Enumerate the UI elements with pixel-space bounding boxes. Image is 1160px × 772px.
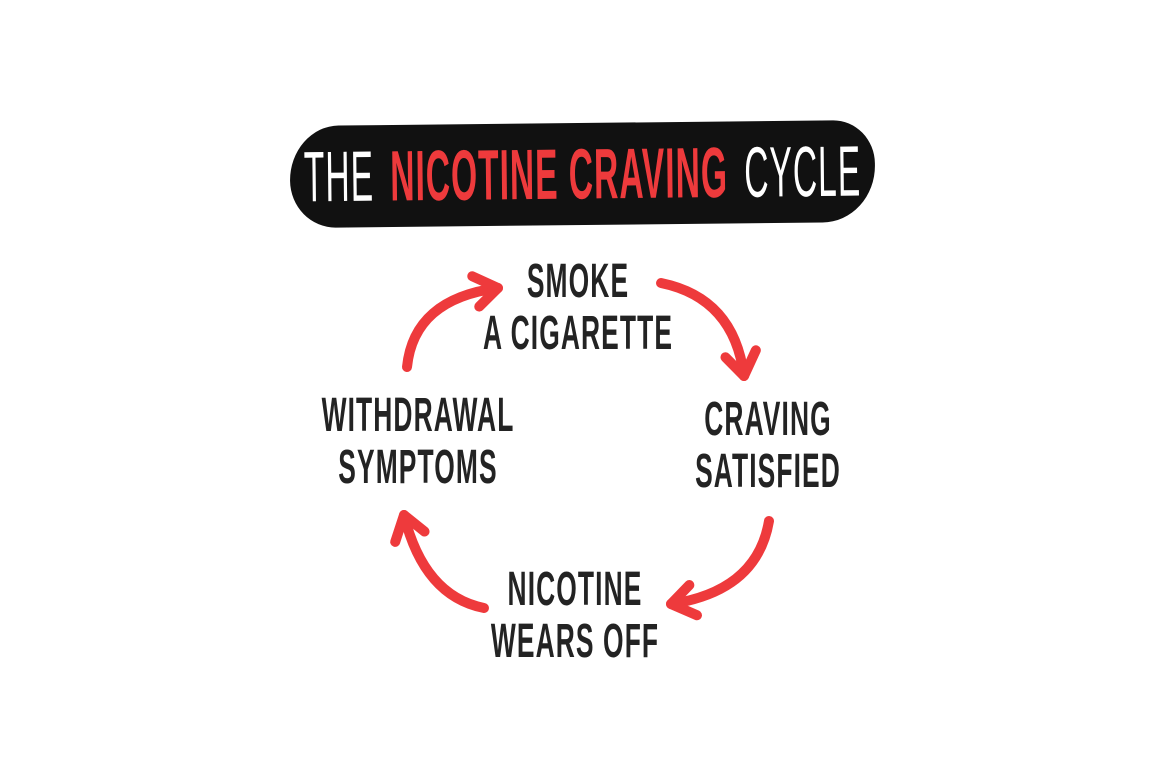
node-nicotine-wears-off: NICOTINE WEARS OFF xyxy=(491,564,659,668)
arrow-withdrawal-to-smoke xyxy=(402,271,503,372)
node-smoke-a-cigarette: SMOKE A CIGARETTE xyxy=(483,256,673,360)
arrow-nicotine-to-withdrawal xyxy=(390,510,489,613)
node-line: SATISFIED xyxy=(695,445,841,498)
node-line: WITHDRAWAL xyxy=(321,389,515,442)
node-line: NICOTINE xyxy=(507,563,643,616)
node-line: WEARS OFF xyxy=(490,615,660,668)
arrow-smoke-to-craving xyxy=(656,278,761,381)
node-line: SMOKE xyxy=(526,255,630,308)
node-line: CRAVING xyxy=(704,393,832,446)
node-craving-satisfied: CRAVING SATISFIED xyxy=(695,394,841,498)
node-withdrawal-symptoms: WITHDRAWAL SYMPTOMS xyxy=(322,390,515,494)
node-line: A CIGARETTE xyxy=(482,307,674,360)
arrow-craving-to-nicotine xyxy=(666,516,774,621)
node-line: SYMPTOMS xyxy=(338,441,498,494)
